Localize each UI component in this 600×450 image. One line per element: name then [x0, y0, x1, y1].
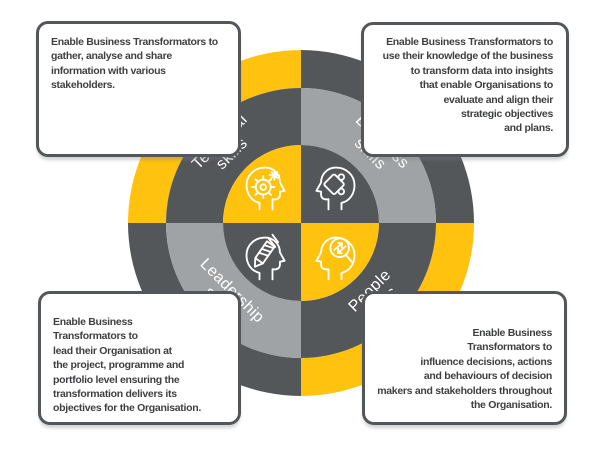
callout-text: Enable Business Transformators to influe… — [377, 327, 552, 412]
business-hub-segment — [301, 145, 379, 223]
callout-text: Enable Business Transformators to lead t… — [53, 316, 201, 415]
technical-outer-ring-segment — [128, 50, 301, 223]
business-outer-ring-segment — [301, 50, 474, 223]
people-label-ring-segment — [301, 223, 436, 358]
callout-leadership-skills: Enable Business Transformators to lead t… — [38, 291, 241, 425]
head-puzzle-icon — [309, 162, 361, 214]
callout-business-skills: Enable Business Transformators to use th… — [361, 22, 569, 157]
callout-text: Enable Business Transformators to use th… — [382, 36, 554, 135]
people-hub-segment — [301, 223, 379, 301]
head-pencil-icon — [240, 232, 292, 284]
callout-text: Enable Business Transformators to gather… — [51, 36, 218, 92]
head-swap-arrows-icon — [309, 232, 361, 284]
head-gear-icon — [240, 162, 292, 214]
callout-people-skills: Enable Business Transformators to influe… — [362, 291, 567, 425]
people-outer-ring-segment — [301, 223, 474, 396]
callout-technical-skills: Enable Business Transformators to gather… — [36, 21, 241, 157]
leadership-label-ring-segment — [166, 223, 301, 358]
leadership-outer-ring-segment — [128, 223, 301, 396]
